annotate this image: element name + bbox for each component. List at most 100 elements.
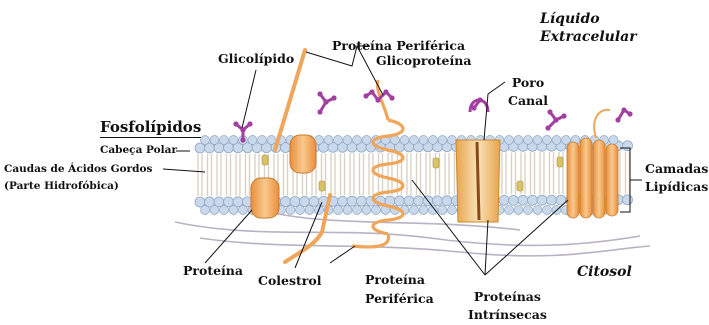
polar-head [533, 136, 542, 145]
polar-head [229, 136, 238, 145]
polar-head [433, 196, 443, 206]
sugar-unit [389, 95, 394, 100]
polar-head [210, 136, 219, 145]
polar-head [353, 206, 362, 215]
polar-head [514, 206, 523, 215]
polar-head [419, 136, 428, 145]
sugar-unit [621, 107, 626, 112]
glycoprotein-label: Glicoproteína [376, 54, 471, 68]
polar-head [404, 196, 414, 206]
polar-head [524, 206, 533, 215]
polar-head [505, 136, 514, 145]
polar-head [528, 195, 538, 205]
intrinsic-proteins-label: Proteínas Intrínsecas [468, 290, 547, 322]
channel-protein [456, 100, 500, 222]
sugar-unit [615, 117, 620, 122]
polar-head [537, 195, 547, 205]
polar-head [334, 136, 343, 145]
cholesterol-molecule [517, 181, 523, 191]
polar-head [543, 206, 552, 215]
polar-head [505, 206, 514, 215]
polar-head [400, 136, 409, 145]
sugar-unit [240, 127, 245, 132]
sugar-unit [233, 121, 238, 126]
polar-head [438, 136, 447, 145]
cholesterol-label: Colestrol [258, 274, 321, 288]
sugar-unit [547, 109, 552, 114]
cytosol-label: Citosol [577, 263, 632, 281]
cholesterol-molecule [557, 157, 563, 167]
sugar-unit [477, 97, 482, 102]
polar-head [286, 206, 295, 215]
polar-head [300, 196, 310, 206]
polar-head [395, 196, 405, 206]
polar-head [442, 196, 452, 206]
polar-head [533, 206, 542, 215]
phospholipids-label: Fosfolípidos [100, 120, 201, 134]
polar-head [324, 136, 333, 145]
polar-head [499, 195, 509, 205]
polar-head [357, 196, 367, 206]
sugar-unit [247, 121, 252, 126]
polar-head [201, 206, 210, 215]
peripheral-protein-bottom-label: Proteína Periférica [365, 273, 434, 306]
polar-head [410, 136, 419, 145]
cholesterol-molecule [262, 155, 268, 165]
polar-head [524, 136, 533, 145]
polar-head [290, 197, 300, 207]
polar-head [543, 136, 552, 145]
polar-head [609, 136, 618, 145]
sugar-unit [553, 117, 558, 122]
polar-head [343, 206, 352, 215]
sugar-unit [240, 137, 245, 142]
sugar-unit [363, 93, 368, 98]
sugar-unit [331, 95, 336, 100]
polar-head [258, 136, 267, 145]
polar-head [220, 206, 229, 215]
polar-head [338, 196, 348, 206]
sugar-unit [383, 89, 388, 94]
fatty-acid-tails-label: Caudas de Ácidos Gordos (Parte Hidrofóbi… [4, 163, 152, 193]
polar-head [229, 206, 238, 215]
pore-channel-label: Poro Canal [508, 76, 548, 108]
polar-head [623, 195, 633, 205]
sugar-unit [627, 111, 632, 116]
polar-head [296, 206, 305, 215]
polar-head [623, 141, 633, 151]
polar-head [509, 195, 519, 205]
carbohydrate-chains [233, 89, 632, 142]
sugar-unit [375, 97, 380, 102]
polar-head [334, 206, 343, 215]
polar-head [220, 136, 229, 145]
polar-head [343, 136, 352, 145]
lipid-layers-label: Camadas Lipídicas [645, 162, 708, 194]
polar-head [281, 197, 291, 207]
polar-head [248, 136, 257, 145]
polar-head [372, 206, 381, 215]
polar-head [514, 136, 523, 145]
polar-head [438, 206, 447, 215]
polar-head [429, 136, 438, 145]
polar-head [309, 196, 319, 206]
polar-head [547, 195, 557, 205]
polar-head [448, 206, 457, 215]
polar-head [414, 196, 424, 206]
peripheral-protein-top-label: Proteína Periférica [332, 39, 465, 53]
polar-head [552, 136, 561, 145]
polar-head [362, 206, 371, 215]
polar-head [353, 136, 362, 145]
sugar-unit [471, 105, 476, 110]
polar-head [410, 206, 419, 215]
polar-head [518, 195, 528, 205]
polar-head [419, 206, 428, 215]
protein-label: Proteína [183, 264, 243, 278]
sugar-unit [369, 89, 374, 94]
sugar-unit [317, 109, 322, 114]
sugar-unit [317, 91, 322, 96]
polar-head [362, 136, 371, 145]
polar-head-label: Cabeça Polar [100, 144, 177, 157]
polar-head [239, 206, 248, 215]
polar-head [267, 136, 276, 145]
glycolipid-label: Glicolípido [218, 52, 294, 66]
extracellular-fluid-label: Líquido Extracelular [540, 10, 637, 46]
